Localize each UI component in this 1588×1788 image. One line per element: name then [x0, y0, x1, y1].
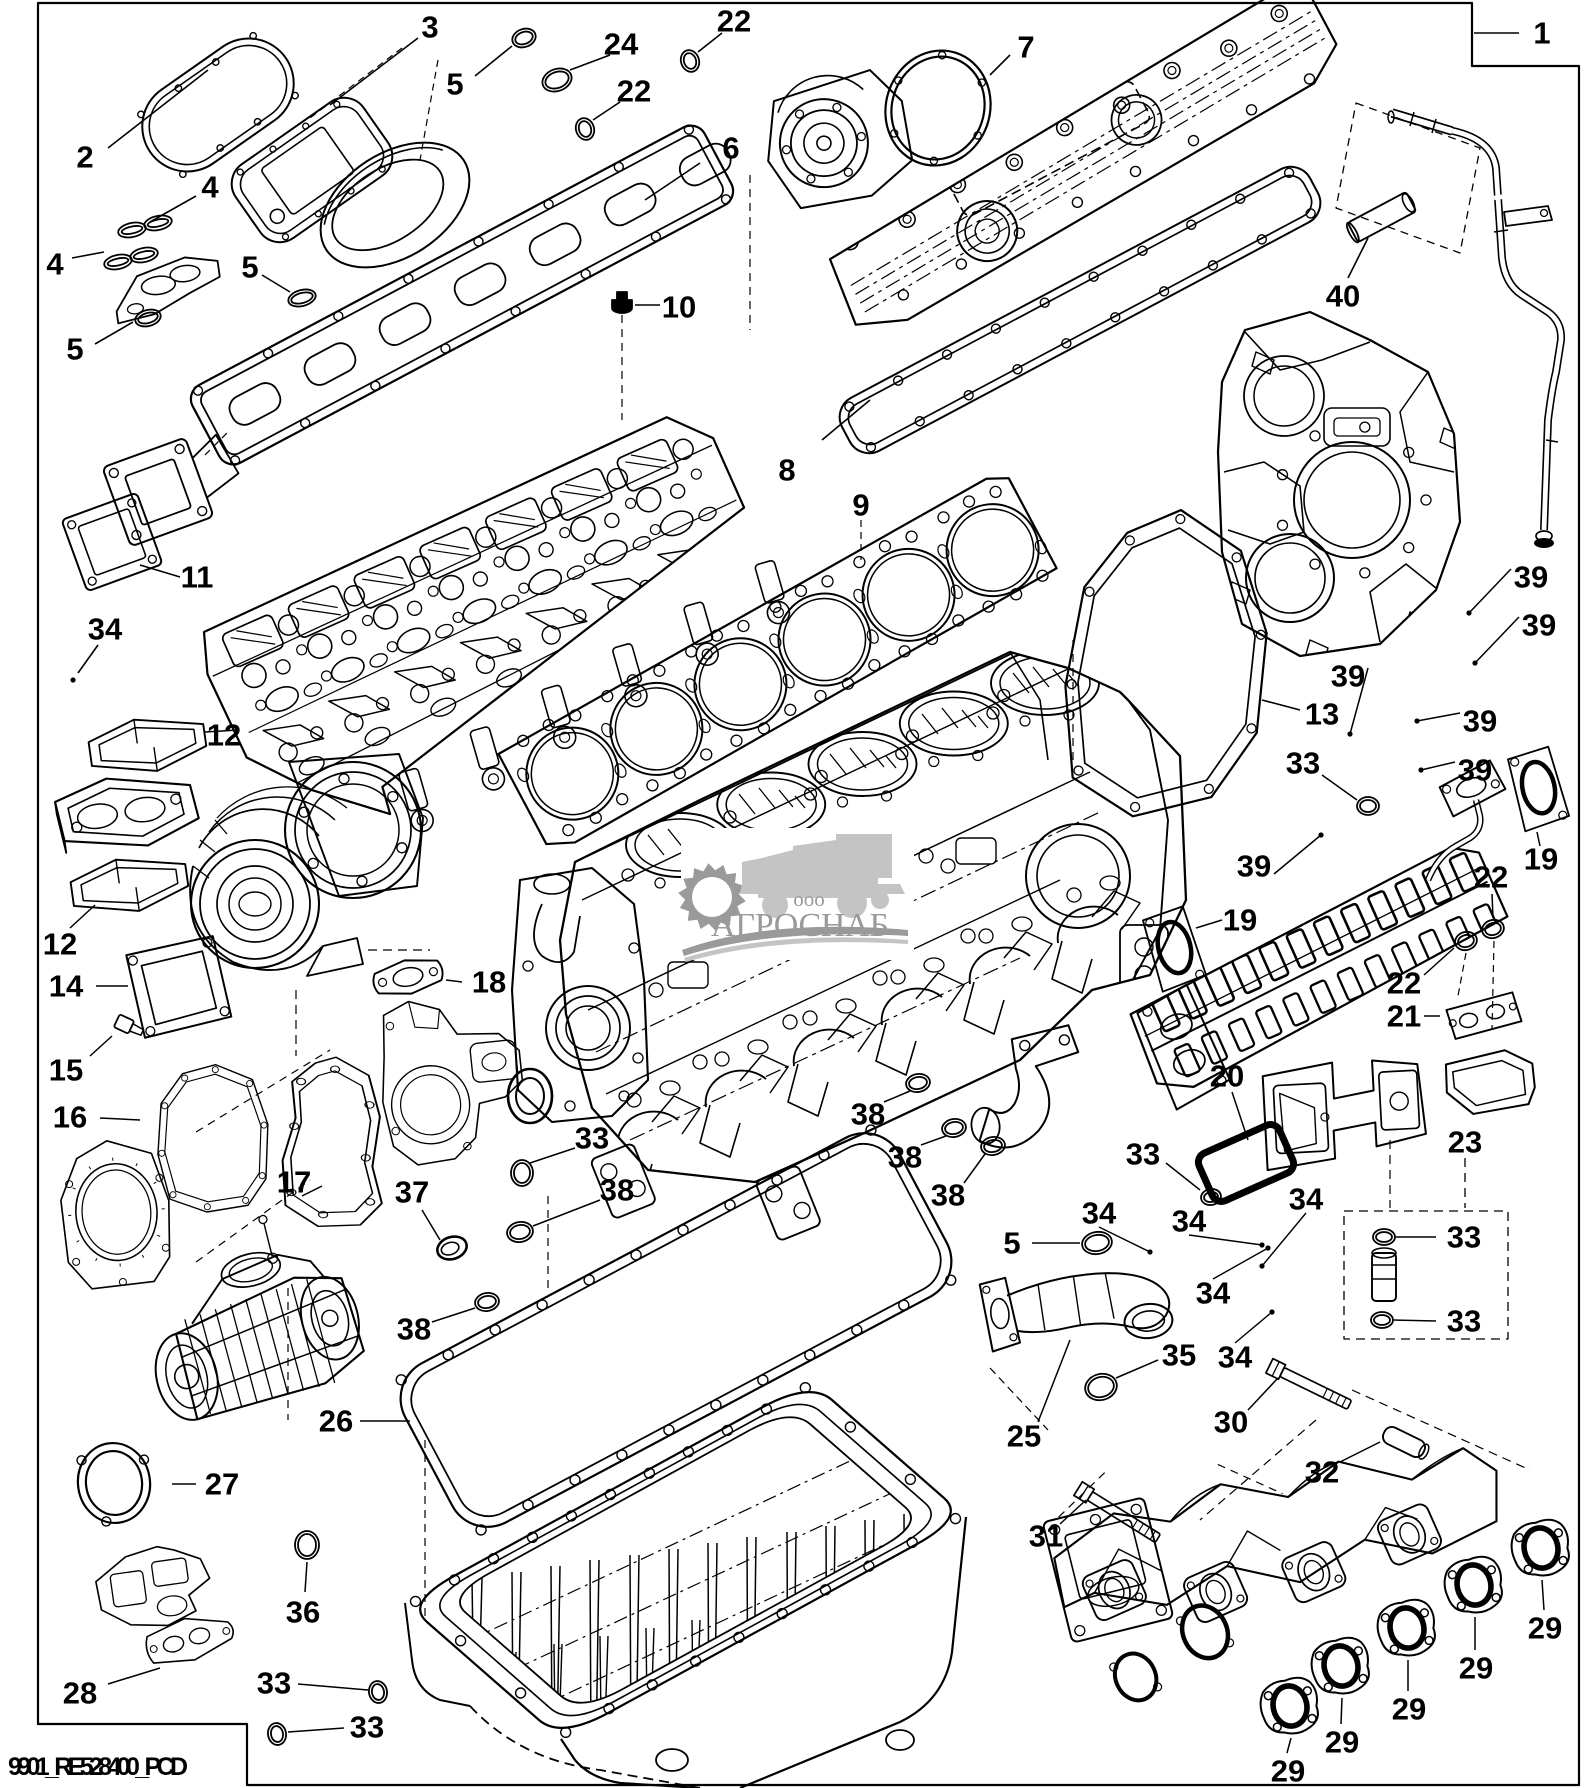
svg-text:11: 11 [181, 560, 214, 595]
svg-text:22: 22 [1474, 860, 1508, 895]
svg-text:34: 34 [1289, 1182, 1324, 1217]
svg-text:4: 4 [201, 170, 219, 205]
svg-text:35: 35 [1162, 1338, 1196, 1373]
svg-text:15: 15 [49, 1053, 83, 1088]
svg-text:18: 18 [472, 965, 506, 1000]
svg-text:34: 34 [88, 612, 123, 647]
svg-text:22: 22 [1387, 966, 1421, 1001]
svg-text:17: 17 [277, 1165, 311, 1200]
svg-text:39: 39 [1514, 560, 1548, 595]
svg-text:30: 30 [1214, 1405, 1248, 1440]
svg-text:26: 26 [319, 1404, 353, 1439]
svg-text:29: 29 [1392, 1692, 1426, 1727]
svg-text:37: 37 [395, 1175, 429, 1210]
svg-text:22: 22 [717, 4, 751, 39]
svg-text:39: 39 [1522, 608, 1556, 643]
svg-text:33: 33 [1447, 1304, 1481, 1339]
svg-text:23: 23 [1448, 1125, 1482, 1160]
svg-text:12: 12 [207, 718, 241, 753]
svg-text:38: 38 [931, 1178, 965, 1213]
svg-text:8: 8 [778, 453, 795, 488]
svg-text:33: 33 [1447, 1220, 1481, 1255]
svg-text:9: 9 [852, 488, 869, 523]
svg-text:34: 34 [1218, 1340, 1253, 1375]
svg-text:3: 3 [421, 10, 438, 45]
svg-text:29: 29 [1459, 1651, 1493, 1686]
svg-text:21: 21 [1387, 999, 1421, 1034]
svg-text:9901_RE528400_PCD: 9901_RE528400_PCD [8, 1753, 188, 1781]
svg-text:19: 19 [1223, 903, 1257, 938]
svg-text:36: 36 [286, 1595, 320, 1630]
svg-text:29: 29 [1528, 1611, 1562, 1646]
svg-text:4: 4 [46, 247, 64, 282]
svg-text:16: 16 [53, 1100, 87, 1135]
svg-text:29: 29 [1325, 1725, 1359, 1760]
svg-text:ooo: ooo [793, 887, 825, 911]
svg-text:39: 39 [1463, 704, 1497, 739]
svg-text:7: 7 [1017, 30, 1034, 65]
svg-text:2: 2 [76, 140, 93, 175]
svg-text:27: 27 [205, 1467, 239, 1502]
svg-text:34: 34 [1082, 1196, 1117, 1231]
svg-text:5: 5 [446, 67, 463, 102]
svg-text:33: 33 [350, 1710, 384, 1745]
svg-text:14: 14 [49, 969, 84, 1004]
svg-text:12: 12 [43, 927, 77, 962]
svg-text:33: 33 [575, 1121, 609, 1156]
svg-text:6: 6 [722, 131, 739, 166]
svg-text:10: 10 [662, 290, 696, 325]
svg-text:22: 22 [617, 74, 651, 109]
svg-text:АГРОСНАБ: АГРОСНАБ [711, 907, 889, 944]
svg-text:19: 19 [1524, 842, 1558, 877]
svg-text:25: 25 [1007, 1419, 1041, 1454]
svg-text:38: 38 [600, 1173, 634, 1208]
svg-text:40: 40 [1326, 279, 1360, 314]
svg-text:34: 34 [1172, 1204, 1207, 1239]
svg-text:33: 33 [1286, 746, 1320, 781]
svg-text:39: 39 [1331, 659, 1365, 694]
svg-text:1: 1 [1533, 16, 1550, 51]
svg-text:33: 33 [1126, 1137, 1160, 1172]
svg-text:39: 39 [1237, 849, 1271, 884]
svg-text:29: 29 [1271, 1754, 1305, 1788]
svg-text:20: 20 [1210, 1059, 1244, 1094]
svg-text:5: 5 [1003, 1226, 1020, 1261]
svg-text:38: 38 [397, 1312, 431, 1347]
svg-text:24: 24 [604, 27, 639, 62]
svg-text:5: 5 [66, 332, 83, 367]
svg-text:33: 33 [257, 1666, 291, 1701]
svg-text:5: 5 [241, 250, 258, 285]
svg-text:28: 28 [63, 1676, 97, 1711]
svg-text:34: 34 [1196, 1276, 1231, 1311]
svg-text:13: 13 [1305, 697, 1339, 732]
